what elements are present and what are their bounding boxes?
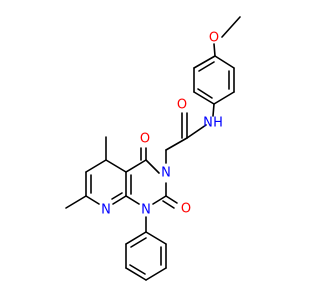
amide-oxygen-label: O [177,98,187,113]
c4-oxygen-label: O [140,132,150,147]
bond [130,237,147,248]
bond [213,43,216,57]
molecule-canvas: O N H O N O O N N [65,16,241,281]
bond [112,195,127,205]
bond [186,124,207,139]
bond [125,267,147,281]
bond [165,195,178,204]
bond [193,91,215,105]
bond [125,231,147,245]
methoxy-oxygen-label: O [209,31,219,46]
bond [125,195,140,205]
bond [214,55,235,69]
bond [65,195,87,209]
bond [145,159,160,174]
bond [193,55,216,69]
ring-nitrogen-3-label: N [161,166,171,181]
bond [197,88,213,99]
amide-hydrogen-label: H [213,116,223,131]
bond [145,231,167,245]
bond [125,159,147,173]
c2-oxygen-label: O [181,202,191,217]
bond [129,264,146,275]
bond-set [65,16,241,281]
bond [152,195,167,205]
bond [111,192,123,200]
bond [145,267,167,281]
bond [213,91,235,105]
atom-labels: O N H O N O O N N [101,31,223,218]
bond [105,159,127,173]
bond [85,159,107,173]
bond [162,200,175,209]
bond [165,137,188,151]
amide-nitrogen-label: N [203,116,213,131]
bond [212,103,215,117]
bond [198,61,215,72]
ring-nitrogen-1-label: N [141,203,151,218]
structure-diagram: O N H O N O O N N [65,16,241,281]
bond [221,16,241,38]
pyridine-nitrogen-label: N [101,203,111,218]
bond [85,195,100,205]
